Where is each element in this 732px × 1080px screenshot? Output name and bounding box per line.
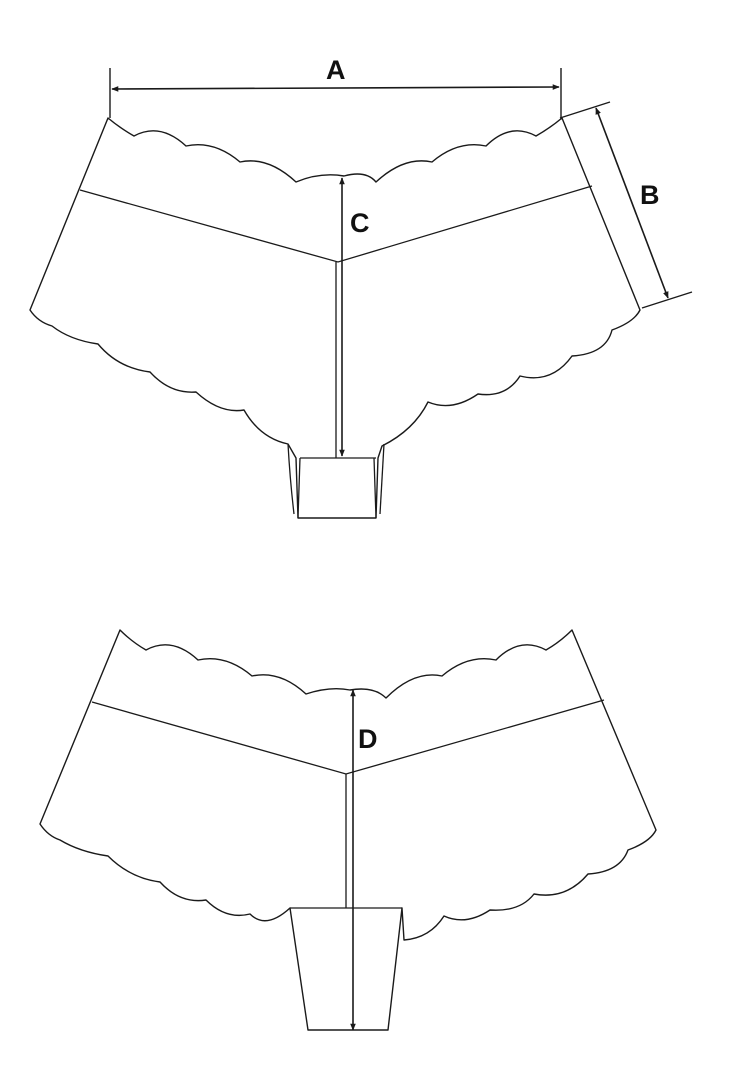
dimension-b-label: B — [640, 180, 660, 210]
front-view: A B C — [29, 55, 693, 519]
front-gusset-left-fold — [287, 443, 295, 515]
front-gusset-right-fold — [379, 443, 385, 515]
dimension-b-line — [595, 107, 669, 299]
back-garment-outline — [39, 629, 657, 1031]
dimension-a-label: A — [326, 55, 346, 85]
front-waistband-seam — [79, 185, 593, 263]
dimension-c-label: C — [350, 208, 370, 238]
dimension-b-bottom-tick — [641, 291, 693, 309]
dimension-d-label: D — [358, 724, 378, 754]
front-gusset-left-line — [297, 457, 301, 519]
dimension-b-top-tick — [559, 101, 611, 119]
back-view: D — [39, 629, 657, 1031]
back-waistband-seam — [91, 699, 605, 775]
front-gusset-right-line — [373, 457, 377, 519]
dimension-a-line — [111, 84, 560, 92]
front-garment-outline — [29, 117, 641, 519]
